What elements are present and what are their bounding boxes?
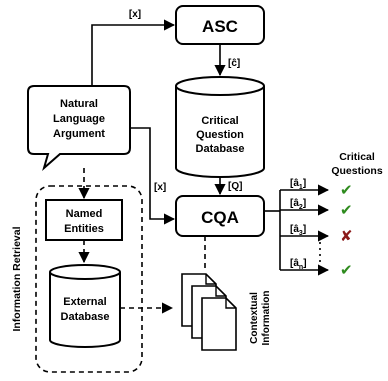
edge-nla-to-cqa <box>130 127 176 225</box>
edge-nla-to-asc <box>91 19 176 86</box>
output-label-3: [â3] <box>290 224 306 237</box>
output-label-4: [ân] <box>290 258 307 271</box>
critical-question-database: Critical Question Database <box>175 76 265 178</box>
cqdb-line-2: Question <box>196 129 244 141</box>
check-icon: ✔ <box>340 262 353 279</box>
output-label-2: [â2] <box>290 198 306 211</box>
nla-line-3: Argument <box>53 128 105 140</box>
contextual-info-line-1: Contextual <box>249 292 260 344</box>
check-icon: ✔ <box>340 182 353 199</box>
edge-label-c-hat: [ĉ] <box>228 58 240 69</box>
extdb-line-2: Database <box>61 311 110 323</box>
named-entities-box <box>45 199 123 241</box>
outputs-title-line-2: Questions <box>331 165 383 177</box>
edge-label-x-top: [x] <box>129 9 141 20</box>
edge-label-q: [Q] <box>228 181 242 192</box>
cqdb-line-3: Database <box>196 143 245 155</box>
cqa-label: CQA <box>201 208 239 227</box>
information-retrieval-group <box>35 185 143 373</box>
edge-label-x-mid: [x] <box>154 182 166 193</box>
check-icon: ✔ <box>340 202 353 219</box>
cqdb-line-1: Critical <box>201 115 238 127</box>
external-database: External Database <box>49 264 121 348</box>
output-label-1: [â1] <box>290 178 306 191</box>
document-stack-icon <box>181 273 237 351</box>
cqa-box <box>175 195 265 237</box>
nla-line-2: Language <box>53 113 105 125</box>
information-retrieval-label: Information Retrieval <box>11 226 23 331</box>
asc-label: ASC <box>202 17 238 36</box>
outputs-title-line-1: Critical <box>339 151 375 163</box>
nla-line-1: Natural <box>60 98 98 110</box>
natural-language-argument: Natural Language Argument <box>27 85 131 171</box>
contextual-info-line-2: Information <box>261 291 272 346</box>
output-rows: [â1] ✔ [â2] ✔ [â3] ✘ [ân] ✔ <box>280 178 353 279</box>
cross-icon: ✘ <box>340 228 353 245</box>
extdb-line-1: External <box>63 296 106 308</box>
ne-line-1: Named <box>66 208 103 220</box>
ne-line-2: Entities <box>64 223 104 235</box>
